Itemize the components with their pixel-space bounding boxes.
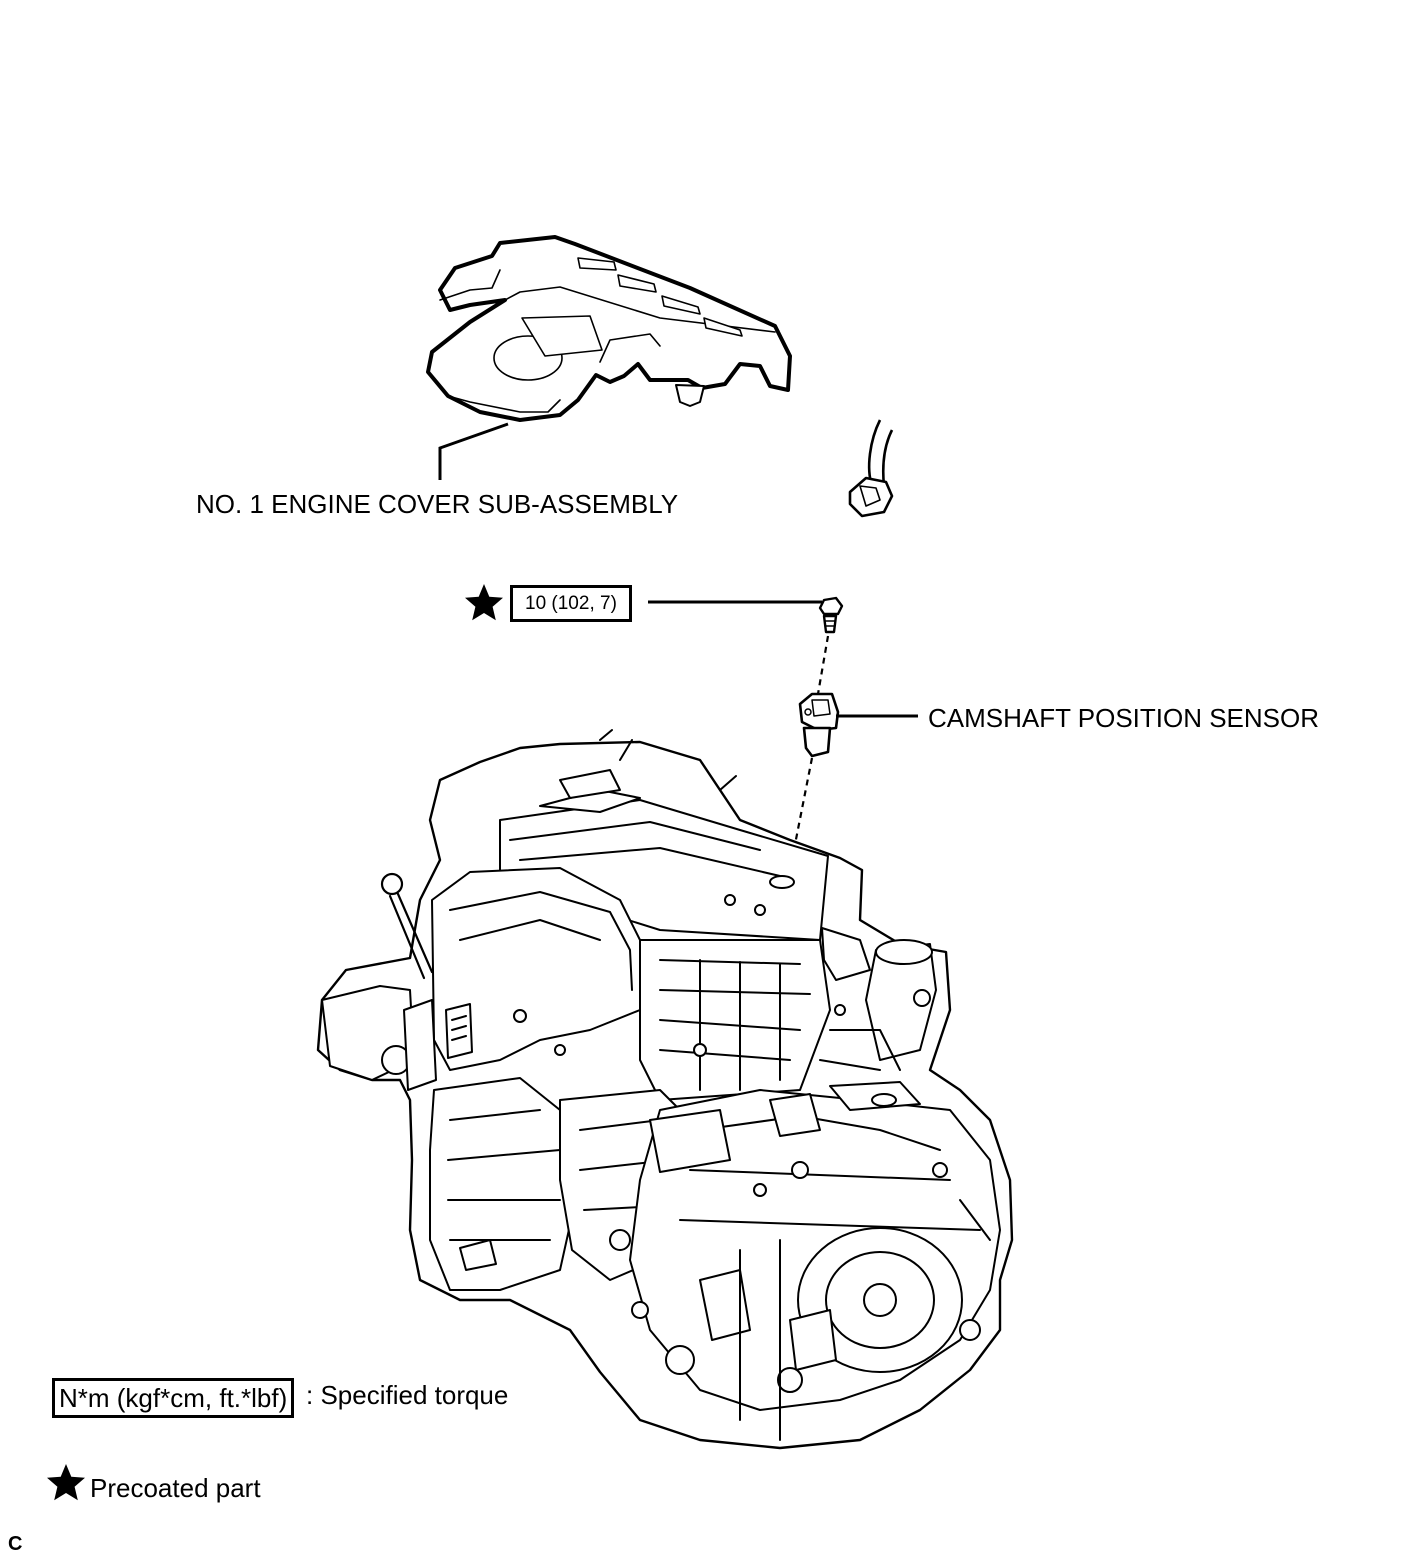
legend-precoated-description: Precoated part xyxy=(90,1473,261,1503)
torque-spec-box: 10 (102, 7) xyxy=(510,585,632,622)
legend-torque-unit-box: N*m (kgf*cm, ft.*lbf) xyxy=(52,1378,295,1418)
star-icon xyxy=(465,584,503,621)
engine-assembly-drawing xyxy=(316,729,1014,1450)
bolt-drawing xyxy=(818,596,844,634)
legend-torque-description: : Specified torque xyxy=(306,1380,509,1410)
camshaft-sensor-label: CAMSHAFT POSITION SENSOR xyxy=(928,703,1320,733)
engine-cover-label: NO. 1 ENGINE COVER SUB-ASSEMBLY xyxy=(196,489,679,519)
bolt-alignment-line xyxy=(816,635,830,695)
sensor-connector-drawing xyxy=(848,419,894,518)
engine-cover-drawing xyxy=(426,235,792,422)
figure-code: C xyxy=(8,1533,23,1555)
camshaft-sensor-drawing xyxy=(798,692,840,758)
star-icon xyxy=(47,1464,85,1501)
engine-cover-leader xyxy=(438,422,509,480)
